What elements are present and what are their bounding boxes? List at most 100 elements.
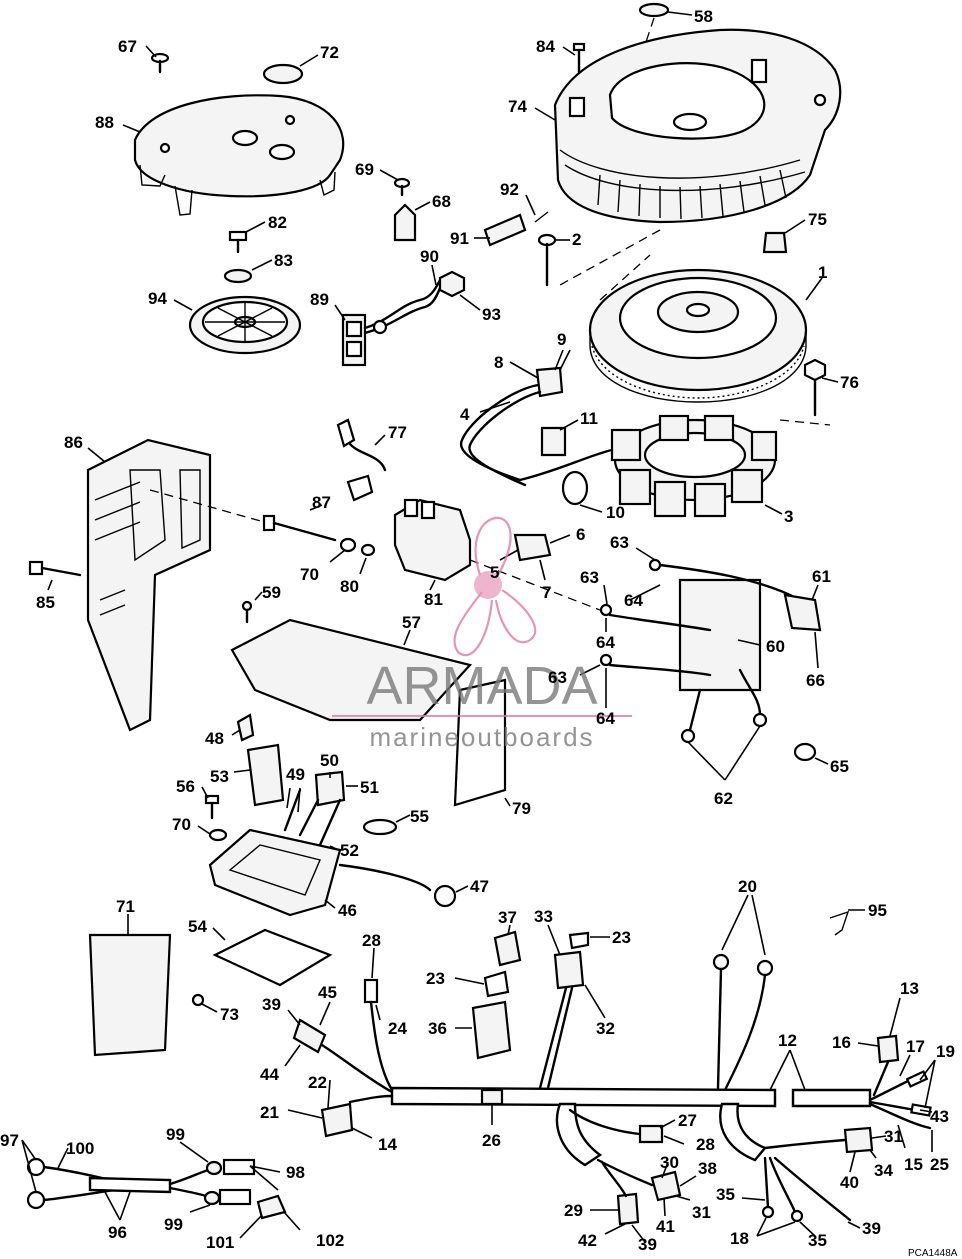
part-23-fuse [483, 970, 510, 998]
callout-10: 10 [606, 503, 625, 522]
callout-28-b: 28 [696, 1135, 715, 1154]
callout-69: 69 [355, 160, 374, 179]
callout-18: 18 [730, 1229, 749, 1248]
part-59-screw [241, 600, 253, 624]
callout-4: 4 [460, 405, 470, 424]
part-75-bushing [762, 231, 788, 254]
callout-39-a: 39 [262, 995, 281, 1014]
callout-101: 101 [206, 1233, 234, 1252]
callout-81: 81 [424, 590, 443, 609]
callout-16: 16 [832, 1033, 851, 1052]
part-18-ring-leads [761, 1156, 852, 1223]
callout-46: 46 [338, 901, 357, 920]
callout-100: 100 [66, 1139, 94, 1158]
part-53-connector [246, 743, 285, 807]
callout-87: 87 [312, 493, 331, 512]
callout-64-b: 64 [596, 633, 615, 652]
callout-57: 57 [402, 613, 421, 632]
callout-88: 88 [95, 113, 114, 132]
part-84-screw [572, 42, 586, 74]
part-36-fuse-holder [471, 1000, 512, 1060]
callout-24: 24 [388, 1019, 407, 1038]
callout-41: 41 [656, 1217, 675, 1236]
callout-98: 98 [286, 1163, 305, 1182]
part-24-lead [363, 978, 394, 1092]
callout-14: 14 [378, 1135, 397, 1154]
part-65-clamp [793, 742, 817, 762]
callout-54: 54 [188, 917, 207, 936]
part-88-cover-plate [133, 94, 345, 216]
callout-86: 86 [64, 433, 83, 452]
callout-26: 26 [482, 1131, 501, 1150]
callout-83: 83 [274, 251, 293, 270]
callout-8: 8 [494, 353, 503, 372]
part-77-plug-lead [336, 418, 387, 502]
callout-49: 49 [286, 765, 305, 784]
callout-91: 91 [450, 229, 469, 248]
part-79-plate [453, 678, 507, 807]
part-76-bolt [779, 358, 831, 426]
callout-59: 59 [262, 583, 281, 602]
part-54-gasket [212, 928, 333, 987]
part-40-connector [843, 1126, 874, 1154]
part-74-flywheel-cover [553, 28, 842, 224]
callout-2: 2 [572, 230, 581, 249]
watermark-title: ARMADA [366, 656, 597, 716]
part-33-connector [538, 950, 585, 1090]
part-60-bracket-assembly [608, 563, 822, 744]
part-14-connector [320, 1102, 354, 1138]
part-63-terminal [648, 558, 662, 572]
callout-96: 96 [108, 1223, 127, 1242]
callout-51: 51 [360, 778, 379, 797]
callout-67: 67 [118, 37, 137, 56]
part-94-pulley [188, 295, 302, 355]
callout-66: 66 [806, 671, 825, 690]
callout-93: 93 [482, 305, 501, 324]
part-71-bracket [88, 933, 172, 1057]
part-8-connector [459, 366, 564, 487]
callout-68: 68 [432, 192, 451, 211]
callout-84: 84 [536, 37, 555, 56]
part-6-connector [513, 533, 552, 562]
callout-63-a: 63 [610, 533, 629, 552]
part-2-screw [537, 233, 557, 287]
callout-63-b: 63 [580, 568, 599, 587]
part-85-screw [28, 560, 82, 577]
callout-29: 29 [564, 1201, 583, 1220]
callout-17: 17 [906, 1037, 925, 1056]
part-63-terminal-b [599, 603, 613, 617]
part-46-regulator [208, 788, 457, 917]
part-44-connector [292, 1018, 394, 1094]
callout-11: 11 [580, 409, 598, 428]
callout-30: 30 [660, 1153, 679, 1172]
callout-62: 62 [714, 789, 733, 808]
callout-63-c: 63 [548, 668, 567, 687]
callout-39-c: 39 [638, 1235, 657, 1254]
part-23-fuse-b [568, 931, 590, 950]
part-50-connector [314, 770, 346, 807]
part-73-screw [191, 993, 205, 1007]
callout-79: 79 [512, 799, 531, 818]
callout-32: 32 [596, 1019, 615, 1038]
part-81-ignition-coil [393, 498, 472, 582]
callout-3: 3 [784, 507, 793, 526]
callout-23-a: 23 [612, 928, 631, 947]
callout-21: 21 [260, 1103, 279, 1122]
callout-82: 82 [268, 213, 287, 232]
callout-22: 22 [308, 1073, 327, 1092]
callout-15: 15 [904, 1155, 923, 1174]
callout-35-a: 35 [716, 1185, 735, 1204]
part-70-washer-b [208, 828, 228, 842]
callout-64-a: 64 [624, 591, 643, 610]
callout-64-c: 64 [596, 709, 615, 728]
part-70-washer [339, 537, 357, 553]
part-56-screw [204, 794, 220, 820]
part-93-nut [438, 270, 466, 298]
part-95-clip [829, 910, 850, 936]
part-86-side-cover [86, 438, 212, 732]
part-89-switch [341, 278, 442, 367]
callout-6: 6 [576, 525, 585, 544]
callout-39-b: 39 [862, 1219, 881, 1238]
callout-65: 65 [830, 757, 849, 776]
leader-lines [21, 11, 936, 1243]
